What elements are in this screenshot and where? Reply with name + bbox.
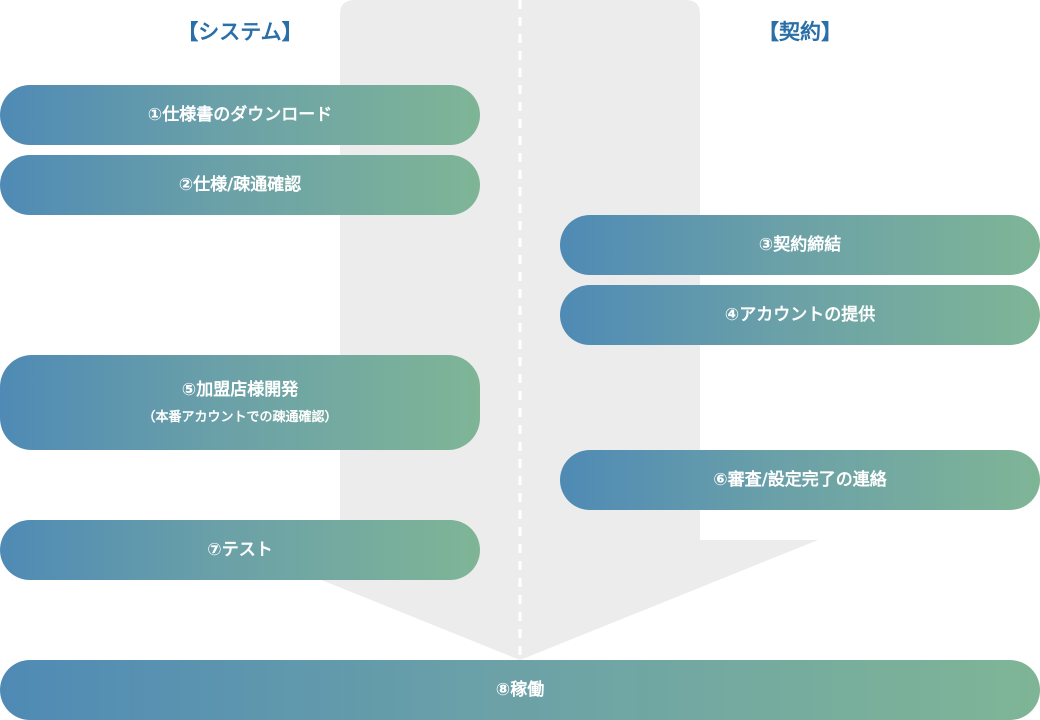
step-5-merchant-development: ⑤加盟店様開発 （本番アカウントでの疎通確認） (0, 355, 480, 450)
step-2-label: ②仕様/疎通確認 (178, 175, 302, 195)
step-5-label: ⑤加盟店様開発 (181, 379, 299, 400)
step-1-label: ①仕様書のダウンロード (147, 105, 333, 125)
step-5-sublabel: （本番アカウントでの疎通確認） (142, 409, 338, 425)
step-2-spec-connectivity-check: ②仕様/疎通確認 (0, 155, 480, 215)
step-6-label: ⑥審査/設定完了の連絡 (713, 470, 887, 490)
step-1-spec-download: ①仕様書のダウンロード (0, 85, 480, 145)
step-4-account-provision: ④アカウントの提供 (560, 285, 1040, 345)
step-4-label: ④アカウントの提供 (724, 305, 876, 325)
contract-column-header: 【契約】 (758, 20, 842, 44)
step-8-label: ⑧稼働 (495, 680, 545, 700)
step-3-contract-signing: ③契約締結 (560, 215, 1040, 275)
step-6-review-complete-notice: ⑥審査/設定完了の連絡 (560, 450, 1040, 510)
step-7-test: ⑦テスト (0, 520, 480, 580)
system-column-header: 【システム】 (177, 20, 303, 44)
step-7-label: ⑦テスト (207, 540, 273, 560)
step-8-go-live: ⑧稼働 (0, 660, 1040, 720)
step-3-label: ③契約締結 (758, 235, 842, 255)
